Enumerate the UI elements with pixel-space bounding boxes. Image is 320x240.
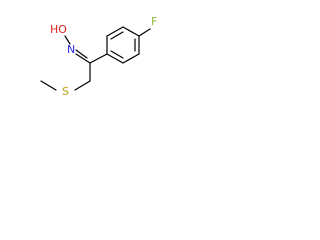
- structure-canvas: F HO N S: [0, 0, 186, 125]
- ring-bond: [106, 53, 124, 64]
- ring-to-c1-bond: [89, 53, 108, 64]
- molecule-structure: F HO N S: [40, 15, 157, 98]
- hydroxyl-group-label: HO: [50, 23, 67, 36]
- ring-double-bond: [110, 31, 124, 40]
- c-f-bond: [138, 28, 151, 37]
- ring-bond: [106, 26, 124, 37]
- nitrogen-atom-label: N: [67, 43, 75, 56]
- bond-group: [40, 26, 151, 91]
- ch2-s-bond: [74, 80, 91, 91]
- ring-bond: [122, 53, 140, 64]
- c-n-bond: [75, 53, 91, 64]
- s-ch3-bond: [40, 80, 57, 91]
- sulfur-atom-label: S: [62, 85, 69, 98]
- ring-double-bond: [110, 50, 124, 59]
- fluorine-atom-label: F: [151, 15, 157, 28]
- ring-bond: [122, 26, 140, 37]
- c-n-double-bond: [75, 49, 88, 59]
- n-o-bond: [64, 35, 71, 45]
